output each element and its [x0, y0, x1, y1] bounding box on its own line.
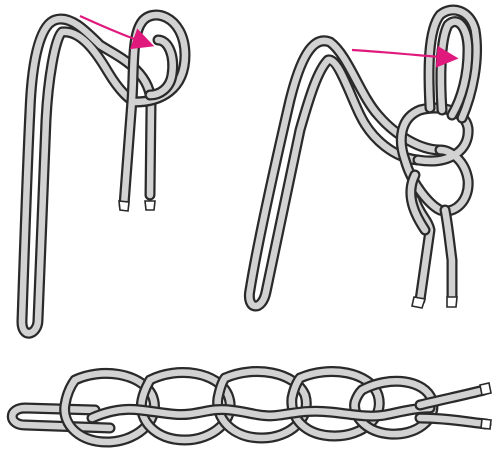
- step-2-cord-end-right: [447, 297, 457, 307]
- step-3-cord-end-upper: [480, 383, 491, 395]
- step-2-cord-end-left: [412, 297, 425, 308]
- step-2-illustration: [249, 10, 476, 308]
- step-2-cord: [249, 10, 476, 306]
- step-1-cord-end-right: [145, 201, 155, 210]
- step-3-illustration: [12, 372, 491, 443]
- step-3-cord-end-lower: [481, 419, 491, 429]
- step-1-illustration: [22, 15, 185, 333]
- step-3-chain-cord: [12, 372, 486, 443]
- step-1-cord-end-left: [119, 201, 129, 211]
- step-1-cord: [22, 15, 185, 333]
